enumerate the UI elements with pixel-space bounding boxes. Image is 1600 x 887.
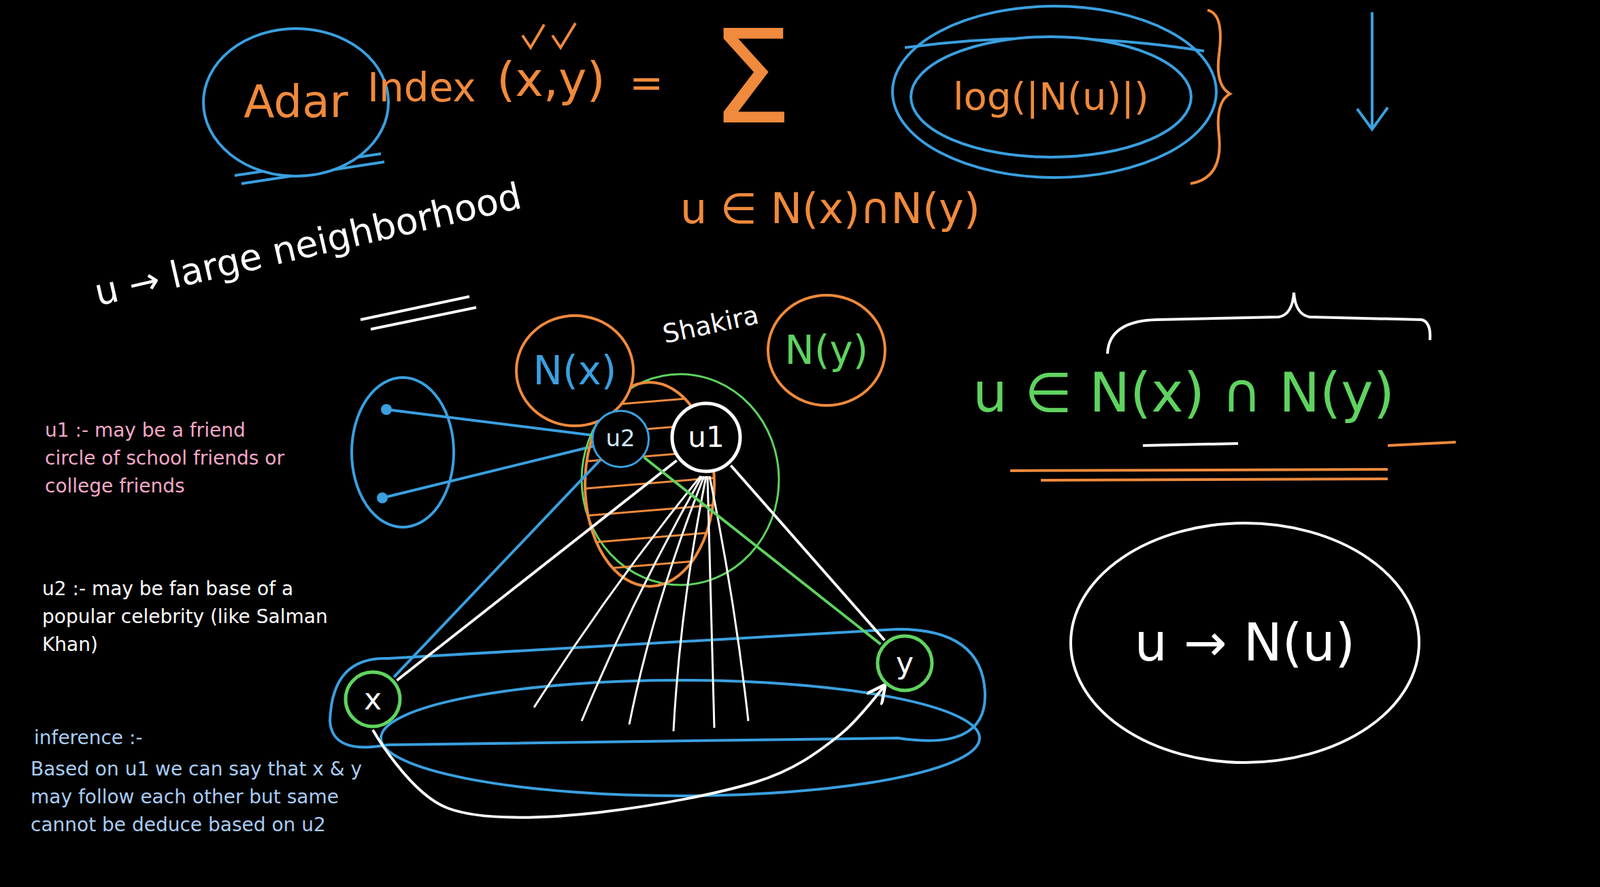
label-holder: u ∈ N(x) ∩ N(y) xyxy=(972,360,1395,426)
underline xyxy=(370,307,477,330)
formula-text: u ∈ N(x)∩N(y) xyxy=(680,183,981,235)
node-text: y xyxy=(895,646,914,681)
label-holder: u ∈ N(x)∩N(y) xyxy=(680,183,981,235)
underline xyxy=(360,296,470,320)
label-holder: Based on u1 we can say that x & y may fo… xyxy=(30,755,364,839)
node-text: x xyxy=(363,682,382,718)
node-text-group: u2 xyxy=(605,425,635,452)
tick-mark xyxy=(552,23,576,48)
label-holder: = xyxy=(629,57,664,107)
node-outline-shape xyxy=(877,636,932,691)
node-text: u1 xyxy=(687,421,724,454)
node-text: u → N(u) xyxy=(1134,612,1356,673)
user-node: x xyxy=(342,668,404,730)
label-holder: Σ xyxy=(710,13,793,143)
user-node: y xyxy=(874,632,936,694)
node-text: N(x) xyxy=(533,348,618,394)
node-outline-shape xyxy=(768,295,886,406)
tick-mark xyxy=(522,24,545,48)
underline xyxy=(1010,469,1388,471)
fan-line xyxy=(534,476,701,708)
sum-symbol: Σ xyxy=(710,13,793,143)
connector xyxy=(372,685,885,818)
formula-text: (x,y) xyxy=(496,51,606,109)
node-text: N(y) xyxy=(785,327,869,374)
hub-node: u1 xyxy=(668,400,744,475)
underline xyxy=(1040,478,1388,481)
title-circle: Adar xyxy=(200,25,392,179)
blue-loop xyxy=(380,680,980,796)
label-holder: u1 :- may be a friend circle of school f… xyxy=(44,416,297,500)
fan-line xyxy=(629,476,705,725)
connector xyxy=(396,460,677,681)
node-text-group: u → N(u) xyxy=(1134,612,1356,673)
formula-text: u ∈ N(x) ∩ N(y) xyxy=(972,360,1395,426)
node-text-group: Adar xyxy=(243,76,348,128)
label-holder: u → large neighborhood xyxy=(90,174,526,316)
neighborhood-circle: N(y) xyxy=(765,292,888,409)
handwritten-note: u → large neighborhood xyxy=(90,174,526,316)
connector xyxy=(644,457,881,645)
typed-note: u1 :- may be a friend circle of school f… xyxy=(44,416,297,500)
node-text-group: N(y) xyxy=(785,327,869,374)
node-text: u2 xyxy=(605,425,635,452)
fan-line xyxy=(707,476,715,728)
highlight-ring xyxy=(892,6,1217,178)
hub-node: u2 xyxy=(590,408,652,470)
node-text-group: log(|N(u)|) xyxy=(953,74,1149,119)
typed-note: Based on u1 we can say that x & y may fo… xyxy=(30,755,364,839)
fan-line xyxy=(581,476,703,722)
fan-line xyxy=(673,476,707,732)
label-holder: Index xyxy=(367,64,477,113)
blue-loop xyxy=(329,629,986,747)
label-holder: inference :- xyxy=(34,726,143,750)
label-holder: Shakira xyxy=(659,300,762,351)
node-text-group: N(x) xyxy=(533,348,618,394)
node-outline-shape xyxy=(910,36,1192,158)
handwritten-note: Shakira xyxy=(659,300,762,351)
node-text: log(|N(u)|) xyxy=(953,74,1149,119)
brace xyxy=(1190,10,1230,184)
connector xyxy=(730,465,885,641)
underline xyxy=(1142,443,1239,446)
node-outline-shape xyxy=(1070,523,1420,763)
label-holder: u2 :- may be fan base of a popular celeb… xyxy=(42,574,356,659)
typed-note: inference :- xyxy=(34,726,143,750)
node-outline-shape xyxy=(203,28,389,177)
down-arrow xyxy=(1357,12,1388,130)
node-text-group: u1 xyxy=(687,421,724,454)
formula-text: Index xyxy=(367,64,477,113)
definition-ellipse: u → N(u) xyxy=(1068,520,1422,766)
friend-circle xyxy=(351,377,454,528)
connector xyxy=(393,460,600,677)
node-outline-shape xyxy=(592,410,649,468)
formula-text: = xyxy=(629,57,664,107)
node-outline-shape xyxy=(672,403,741,472)
underline xyxy=(1387,442,1456,446)
node-outline-shape xyxy=(345,672,400,727)
typed-note: u2 :- may be fan base of a popular celeb… xyxy=(42,574,356,659)
brace xyxy=(1107,292,1430,354)
node-text: Adar xyxy=(243,76,348,128)
node-outline-shape xyxy=(516,315,634,426)
label-holder: (x,y) xyxy=(496,51,606,109)
term-ellipse: log(|N(u)|) xyxy=(908,34,1194,160)
node-text-group: x xyxy=(363,682,382,718)
friend-link xyxy=(382,446,594,498)
node-text-group: y xyxy=(895,646,914,681)
